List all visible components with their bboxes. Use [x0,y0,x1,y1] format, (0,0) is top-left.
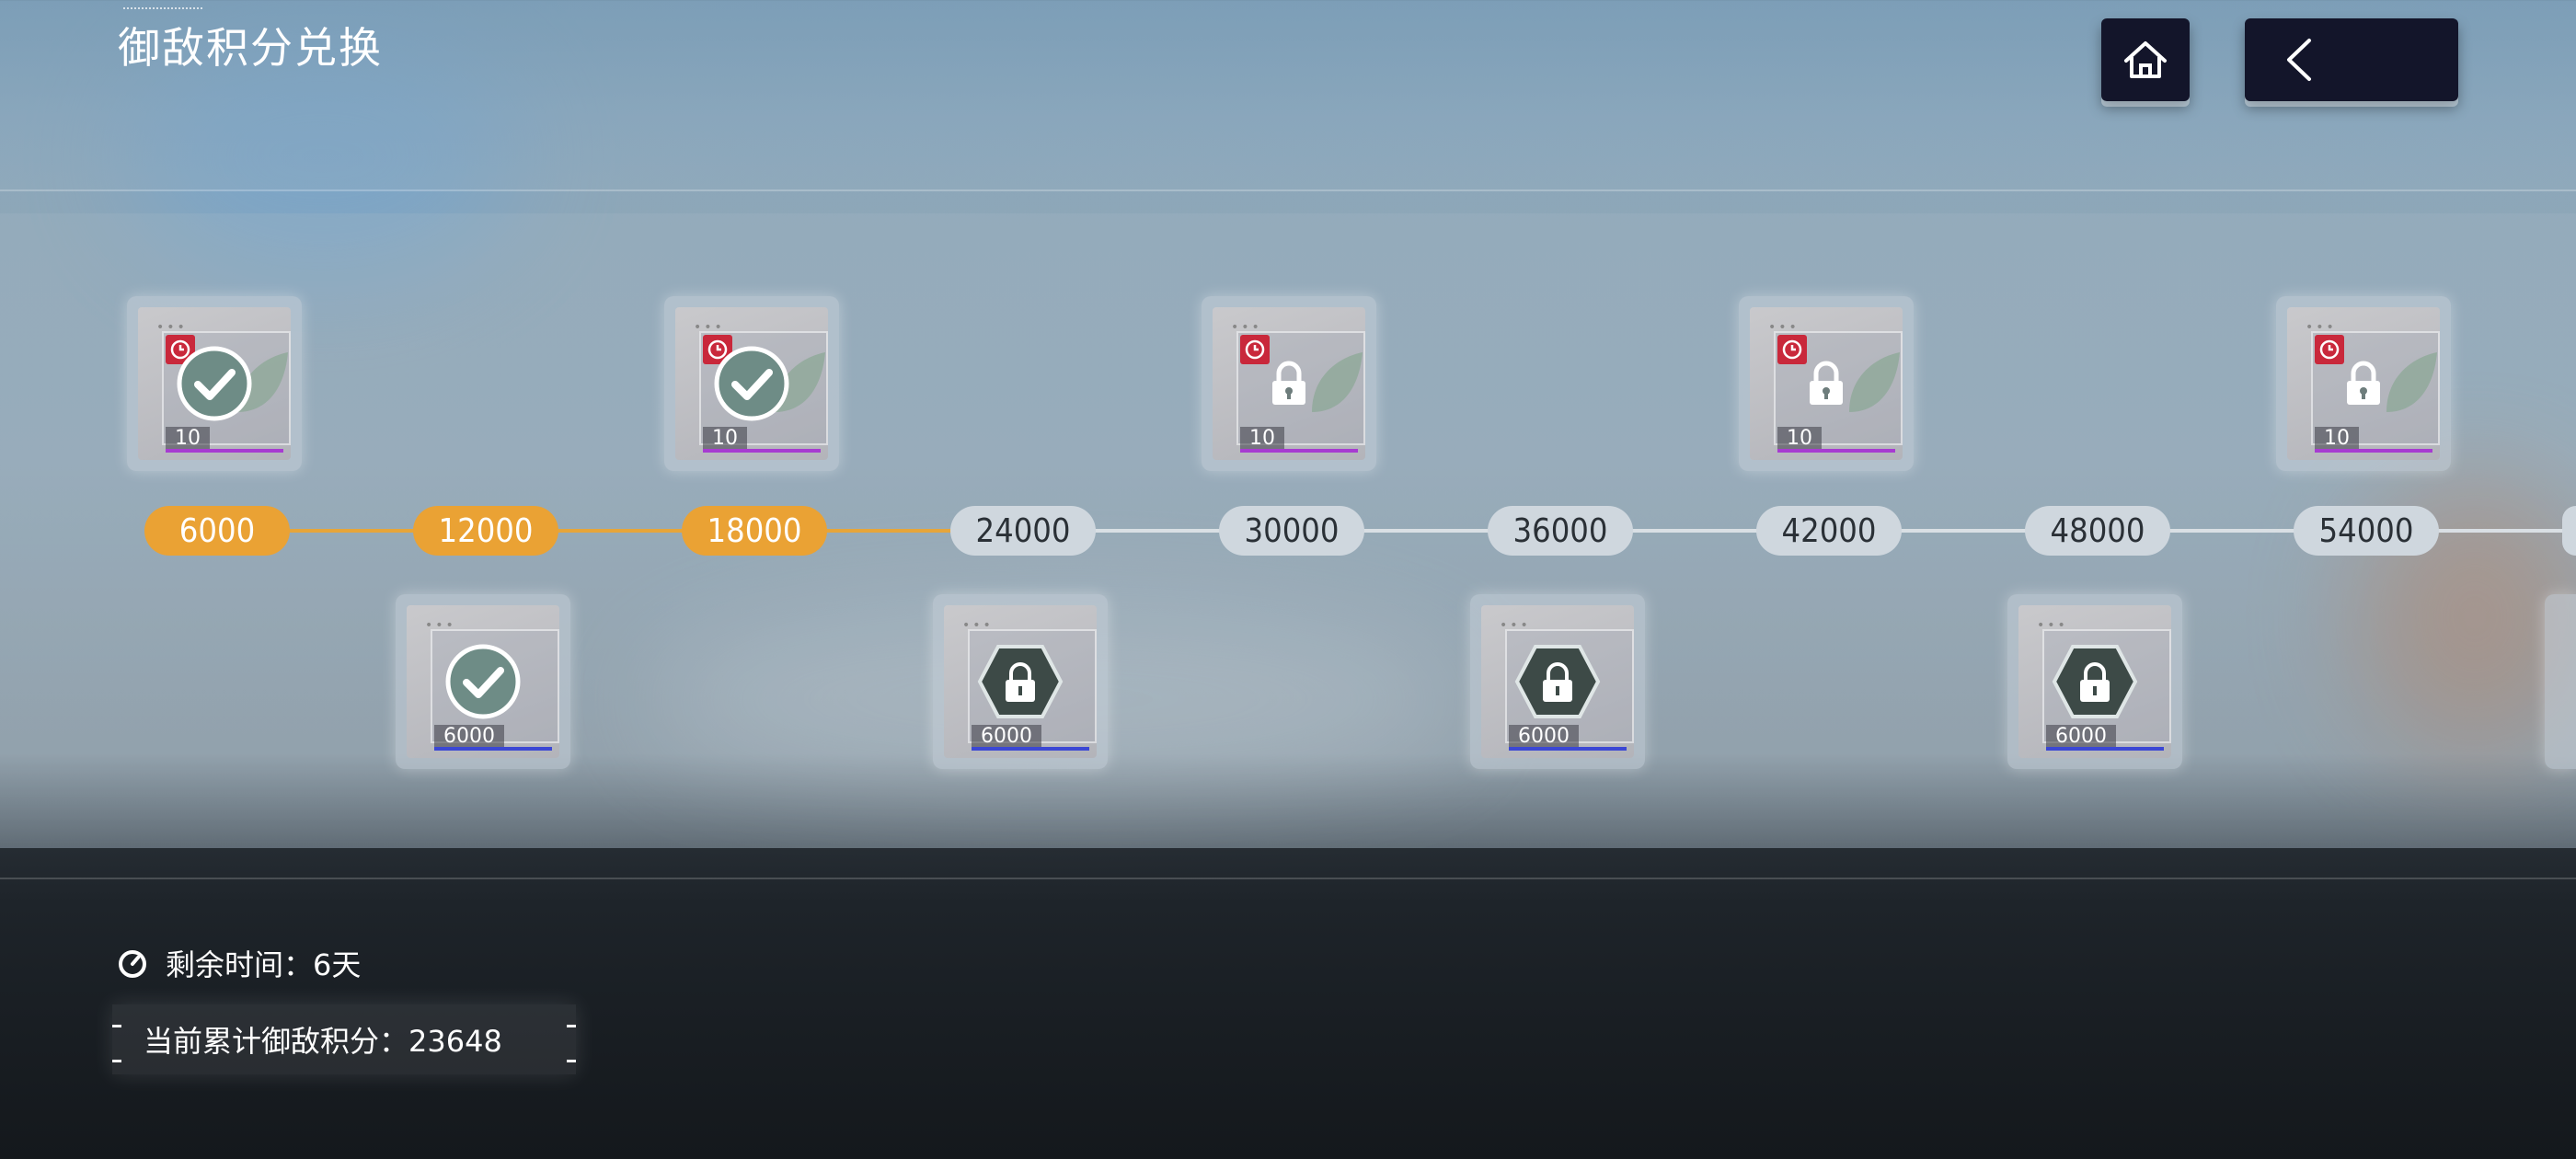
reward-quantity: 6000 [434,725,504,748]
reward-quantity: 6000 [2046,725,2116,748]
reward-quantity: 10 [166,427,210,450]
milestone-node: 30000 [1219,506,1364,556]
milestone-node: 36000 [1488,506,1633,556]
milestone-node: 54000 [2294,506,2439,556]
chevron-left-icon [2287,39,2311,81]
timer-badge-icon [1240,335,1270,364]
leaf-item-icon [2386,352,2437,412]
claimed-check-icon [714,346,789,421]
progress-track-completed [217,529,981,533]
milestone-node: 12000 [413,506,558,556]
reward-card[interactable]: ••• 10 [127,296,302,471]
claimed-check-icon [177,346,252,421]
page-title: 御敌积分兑换 [118,23,383,73]
rarity-bar [434,747,552,751]
lock-icon [1272,361,1305,405]
reward-quantity: 6000 [972,725,1041,748]
footer-divider [0,878,2576,879]
rarity-bar [1509,747,1627,751]
reward-quantity: 10 [1777,427,1822,450]
hex-lock-icon [1514,645,1601,718]
leaf-item-icon [1849,352,1900,412]
timer-badge-icon [1777,335,1807,364]
lock-icon [2347,361,2380,405]
timer-badge-icon [703,335,732,364]
footer-panel [0,848,2576,1159]
back-button[interactable] [2245,18,2458,101]
reward-quantity: 10 [703,427,747,450]
hex-lock-icon [977,645,1064,718]
rarity-bar [2046,747,2164,751]
milestone-node: 18000 [682,506,827,556]
home-button[interactable] [2101,18,2190,101]
rarity-bar [166,449,283,453]
leaf-item-icon [237,352,288,412]
reward-card[interactable]: ••• 10 [664,296,839,471]
claimed-check-icon [445,644,521,719]
hex-lock-icon [2052,645,2138,718]
rarity-bar [972,747,1089,751]
reward-quantity: 10 [2315,427,2359,450]
lock-icon [1810,361,1843,405]
milestone-node: 6000 [144,506,290,556]
reward-card[interactable]: ••• 6000 [2007,594,2182,769]
current-score-label: 当前累计御敌积分：23648 [144,1024,502,1059]
rarity-bar [1777,449,1895,453]
reward-card[interactable]: ••• 6000 [933,594,1108,769]
rarity-bar [1240,449,1358,453]
header-divider [0,189,2576,191]
reward-card[interactable]: ••• 10 [1739,296,1914,471]
reward-card[interactable]: ••• 6000 [396,594,570,769]
milestone-node: 48000 [2025,506,2170,556]
remaining-time: 剩余时间：6天 [116,942,361,984]
reward-quantity: 10 [1240,427,1284,450]
remaining-time-label: 剩余时间：6天 [166,947,362,982]
reward-quantity: 6000 [1509,725,1579,748]
rarity-bar [703,449,821,453]
title-decoration [123,7,202,13]
home-icon [2124,41,2167,78]
stopwatch-icon [119,950,146,978]
reward-card[interactable]: ••• 10 [2276,296,2451,471]
leaf-item-icon [1312,352,1363,412]
milestone-node: 42000 [1756,506,1902,556]
milestone-node-partial [2562,506,2576,556]
reward-card[interactable]: ••• 10 [1202,296,1376,471]
header-band [0,0,2576,189]
leaf-item-icon [775,352,825,412]
timer-badge-icon [2315,335,2344,364]
rarity-bar [2315,449,2432,453]
milestone-node: 24000 [950,506,1096,556]
reward-card[interactable]: ••• 6000 [1470,594,1645,769]
current-score-panel: 当前累计御敌积分：23648 [112,1004,576,1074]
reward-card-partial[interactable] [2545,594,2576,769]
